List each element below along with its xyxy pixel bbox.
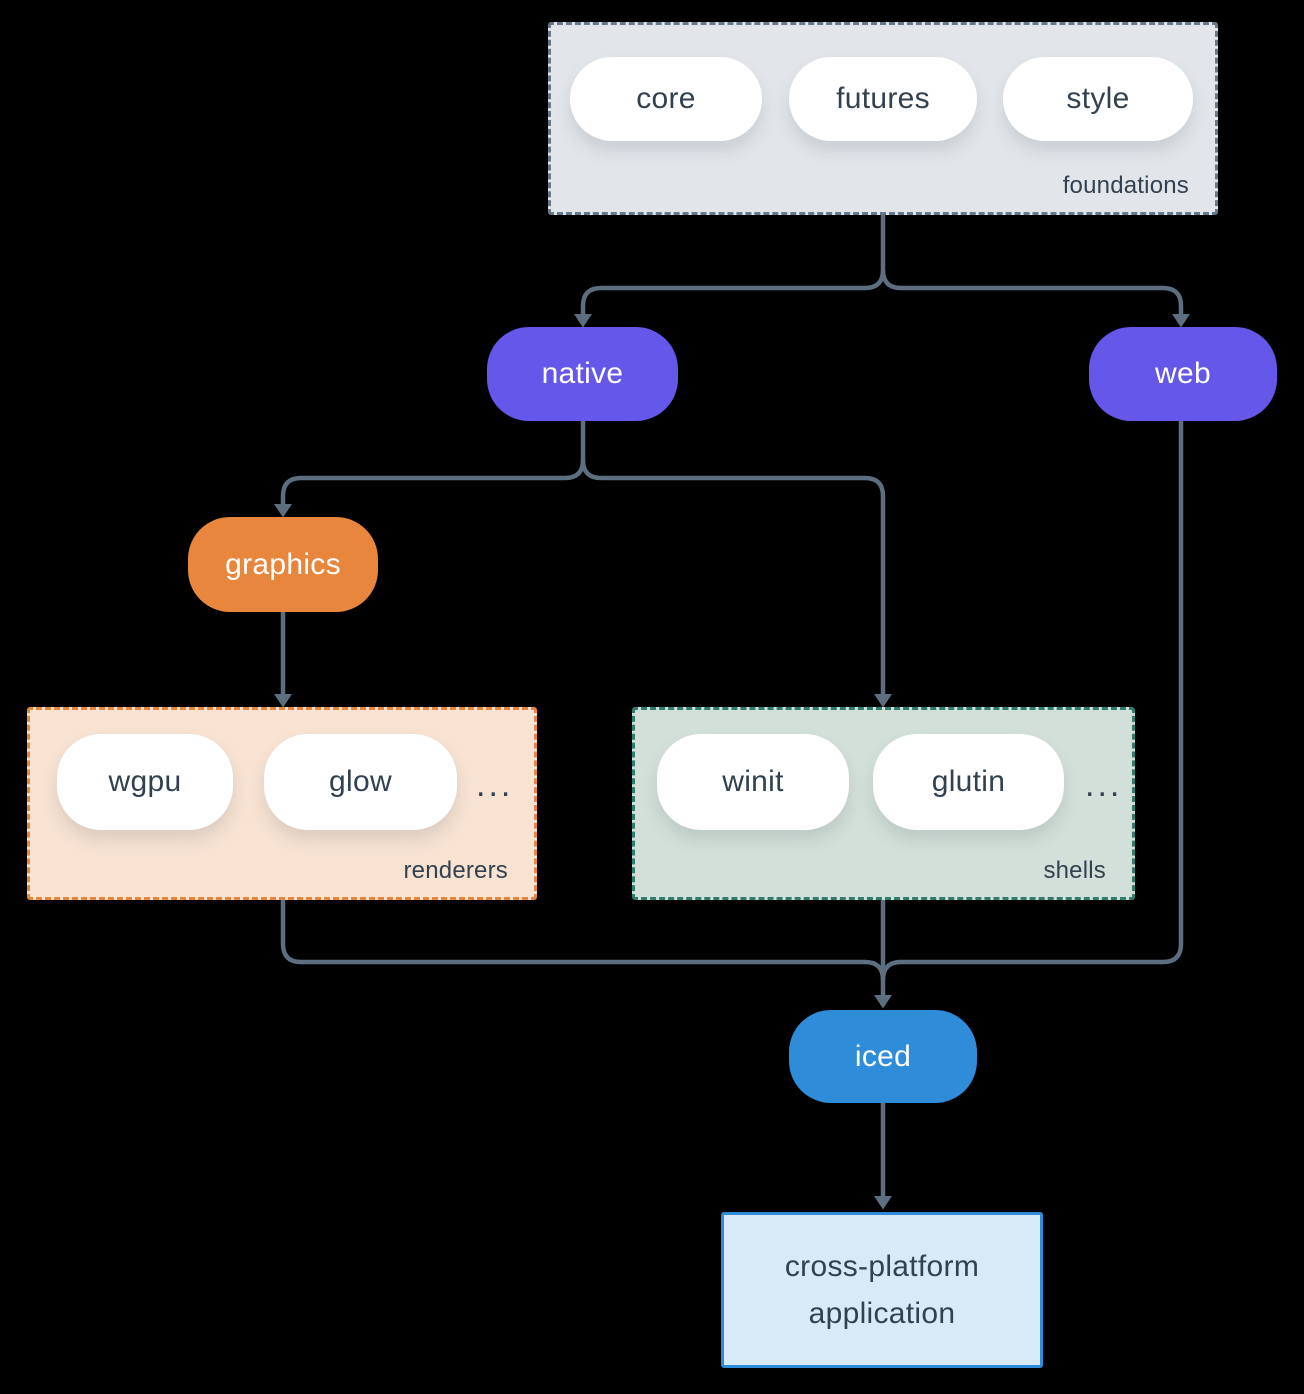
arrowhead-renderers — [274, 694, 292, 708]
node-wgpu: wgpu — [57, 734, 233, 830]
arrowhead-application — [874, 1196, 892, 1210]
application-label-line1: cross-platform — [784, 1250, 980, 1283]
node-core: core — [570, 57, 762, 141]
node-futures: futures — [789, 57, 977, 141]
shells-more-ellipsis: ... — [1085, 766, 1123, 804]
connector-fork-native — [580, 269, 886, 314]
node-style: style — [1003, 57, 1193, 141]
group-foundations: core futures style foundations — [548, 22, 1218, 215]
connector-fork-shells — [580, 459, 886, 695]
node-iced: iced — [789, 1010, 977, 1103]
group-label-shells: shells — [1043, 857, 1106, 884]
node-glutin: glutin — [873, 734, 1064, 830]
group-renderers: wgpu glow ... renderers — [27, 707, 537, 900]
node-cross-platform-application: cross-platform application — [721, 1212, 1043, 1368]
arrowhead-web — [1172, 314, 1190, 328]
connector-renderers-merge — [280, 900, 886, 981]
node-winit: winit — [657, 734, 849, 830]
group-shells: winit glutin ... shells — [632, 707, 1135, 900]
arrowhead-iced — [874, 995, 892, 1009]
group-label-foundations: foundations — [1062, 172, 1189, 199]
group-label-renderers: renderers — [403, 857, 508, 884]
application-label-line2: application — [808, 1297, 956, 1330]
node-graphics: graphics — [188, 517, 378, 612]
node-glow: glow — [264, 734, 457, 830]
arrowhead-shells — [874, 694, 892, 708]
node-web: web — [1089, 327, 1277, 421]
arrowhead-graphics — [274, 504, 292, 518]
connector-fork-web — [880, 269, 1184, 314]
connector-fork-graphics — [280, 459, 586, 505]
node-native: native — [487, 327, 678, 421]
renderers-more-ellipsis: ... — [476, 766, 514, 804]
arrowhead-native — [574, 314, 592, 328]
